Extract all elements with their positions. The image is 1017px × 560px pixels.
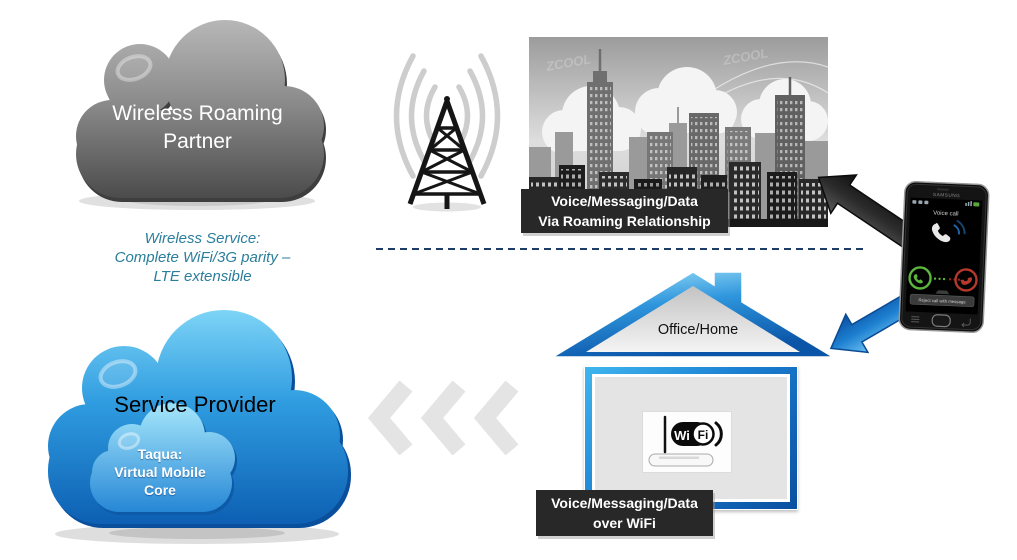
radio-waves-icon [393,53,501,179]
office-home-label: Office/Home [658,322,738,338]
roaming-wifi-divider-line [376,248,866,250]
phone-answer-button [908,266,932,290]
wifi-data-label: Voice/Messaging/Data over WiFi [536,490,713,536]
phone-slide-dots-left [933,277,946,281]
service-note: Wireless Service: Complete WiFi/3G parit… [114,230,291,285]
service-provider-cloud-icon [48,310,351,544]
phone-speaker-icon [936,188,949,191]
cell-tower-icon [393,53,501,212]
phone-screen-title: Voice call [933,210,959,217]
office-home-roof: Office/Home [550,271,836,358]
phone-reject-button [954,268,978,292]
wifi-logo-icon: Wi Fi [671,421,723,447]
phone-brand-label: SAMSUNG [933,192,961,198]
phone-menu-icon [911,316,920,323]
phone-back-icon [961,318,971,328]
phone-handset-icon [931,220,966,243]
phone-reject-message-button: Reject call with message [918,297,966,304]
virtual-mobile-core-cloud-icon [90,403,237,515]
svg-text:Fi: Fi [698,428,709,442]
roaming-data-label: Voice/Messaging/Data Via Roaming Relatio… [521,189,728,233]
phone-status-bar-icons [912,200,980,207]
phone-drawer-tab-icon [935,290,950,295]
office-home-body: Wi Fi [584,366,798,510]
wifi-router-image: Wi Fi [642,411,732,473]
phone-home-button [931,314,951,328]
smartphone-image: SAMSUNG Voice call [898,180,990,334]
svg-text:Wi: Wi [674,428,690,443]
service-provider-label: Service Provider [114,392,276,417]
roaming-partner-label: Wireless Roaming Partner [112,102,283,153]
chevron-left-icons [367,381,519,455]
virtual-mobile-core-label: Taqua: Virtual Mobile Core [114,446,206,498]
roaming-partner-cloud-icon [76,20,326,210]
